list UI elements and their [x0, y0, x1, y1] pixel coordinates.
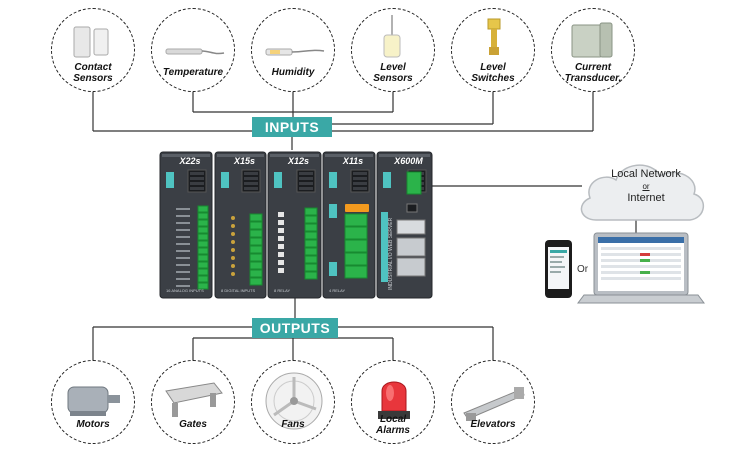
module-model: X12s: [287, 156, 309, 166]
input-device-4: Level Switches: [451, 8, 535, 92]
input-device-0: Contact Sensors: [51, 8, 135, 92]
controller-module-x15s: X15s 8 DIGITAL INPUTS: [214, 151, 267, 299]
input-device-2: Humidity: [251, 8, 335, 92]
fan-icon: [265, 372, 323, 430]
output-device-2: Fans: [251, 360, 335, 444]
input-device-label: Level Switches: [471, 62, 515, 84]
module-model: X600M: [393, 156, 423, 166]
input-device-label: Humidity: [271, 67, 315, 78]
alarm-light-icon: [378, 381, 410, 419]
controller-module-x600m: X600M INDUSTRIAL I/O WEB SERVER: [376, 151, 433, 299]
module-model: X11s: [342, 156, 363, 166]
output-device-0: Motors: [51, 360, 135, 444]
outputs-banner: OUTPUTS: [252, 318, 338, 338]
output-device-label: Local Alarms: [376, 414, 410, 436]
controller-module-x12s: X12s 8 RELAY: [267, 151, 322, 299]
or-label: Or: [577, 264, 589, 275]
current-transducer-icon: [571, 22, 613, 58]
input-device-5: Current Transducer,: [551, 8, 635, 92]
module-caption: 8 DIGITAL INPUTS: [221, 288, 256, 293]
humidity-sensor-icon: [265, 48, 325, 56]
output-device-1: Gates: [151, 360, 235, 444]
temperature-probe-icon: [165, 48, 225, 55]
module-caption: 8 RELAY: [274, 288, 290, 293]
level-sensor-icon: [383, 15, 401, 58]
contact-sensor-icon: [73, 26, 109, 58]
inputs-banner: INPUTS: [252, 117, 332, 137]
module-caption: INDUSTRIAL I/O WEB SERVER: [388, 217, 394, 290]
level-switch-icon: [487, 18, 501, 55]
elevator-icon: [463, 387, 525, 421]
input-device-label: Level Sensors: [373, 62, 413, 84]
output-device-3: Local Alarms: [351, 360, 435, 444]
cloud-line-2: Internet: [627, 192, 665, 204]
input-device-1: Temperature: [151, 8, 235, 92]
input-device-label: Temperature: [162, 67, 224, 78]
module-caption: 4 RELAY: [329, 288, 345, 293]
cloud-or: or: [642, 182, 650, 191]
output-device-label: Gates: [179, 419, 207, 430]
output-device-4: Elevators: [451, 360, 535, 444]
module-model: X22s: [178, 156, 200, 166]
output-device-label: Motors: [76, 419, 110, 430]
motor-icon: [67, 386, 120, 416]
input-device-3: Level Sensors: [351, 8, 435, 92]
input-device-label: Contact Sensors: [73, 62, 113, 84]
controller-module-x11s: X11s 4 RELAY: [322, 151, 376, 299]
module-caption: 16 ANALOG INPUTS: [166, 288, 204, 293]
cloud-line-1: Local Network: [611, 168, 681, 180]
controller-module-x22s: X22s 16 ANALOG INPUTS: [159, 151, 213, 299]
output-device-label: Elevators: [470, 419, 516, 430]
input-device-label: Current Transducer,: [564, 62, 622, 84]
gate-icon: [165, 382, 223, 417]
output-device-label: Fans: [281, 419, 305, 430]
module-model: X15s: [233, 156, 255, 166]
